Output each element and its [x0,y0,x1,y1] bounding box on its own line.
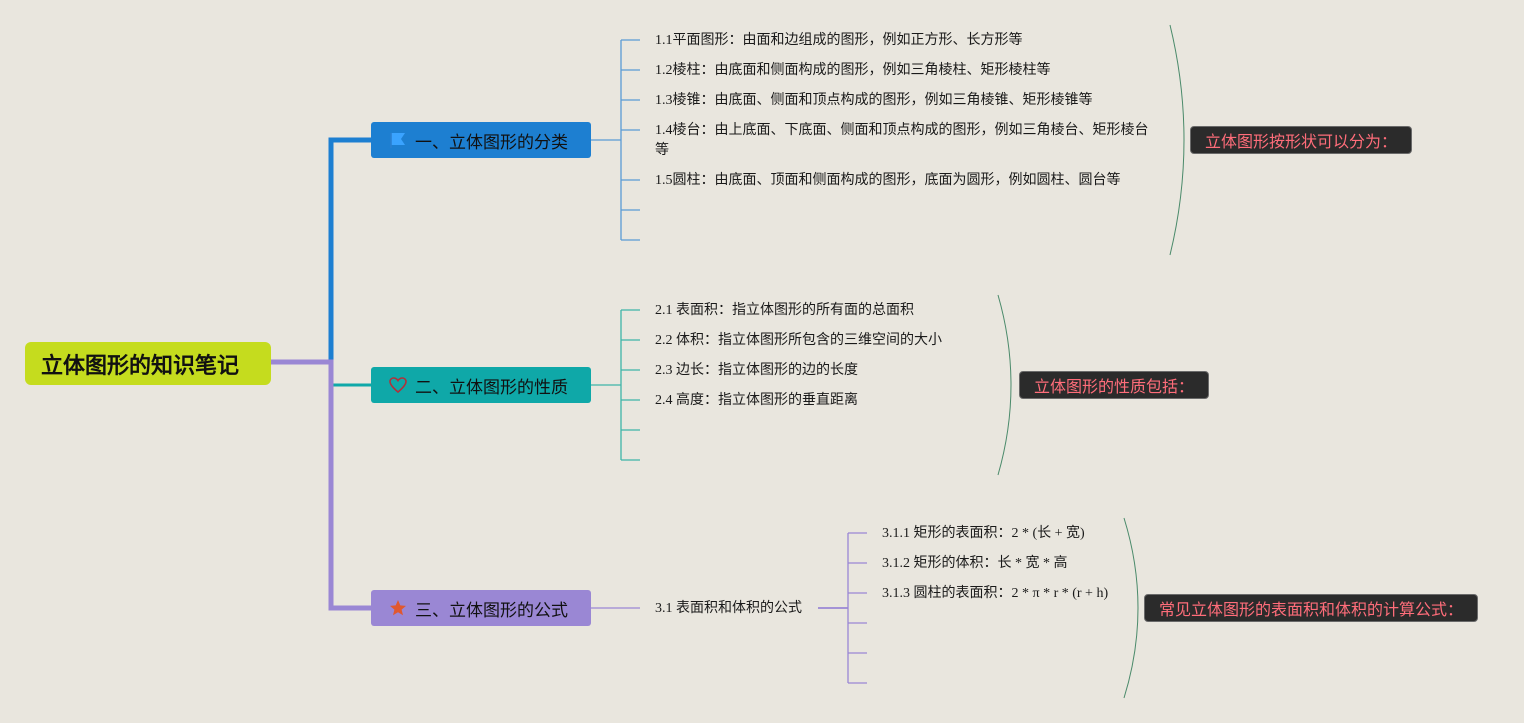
branch-properties-label: 二、立体图形的性质 [415,377,568,398]
leaf-1-2[interactable]: 1.2棱柱：由底面和侧面构成的图形，例如三角棱柱、矩形棱柱等 [655,63,1051,78]
branch-properties[interactable]: 二、立体图形的性质 [371,367,591,403]
leaf-2-4[interactable]: 2.4 高度：指立体图形的垂直距离 [655,393,858,408]
bracket-branch3 [591,532,867,684]
leaf-2-2[interactable]: 2.2 体积：指立体图形所包含的三维空间的大小 [655,333,942,348]
summary-classification[interactable]: 立体图形按形状可以分为： [1190,126,1413,154]
root-topic[interactable]: 立体图形的知识笔记 [25,342,271,385]
leaf-1-5[interactable]: 1.5圆柱：由底面、顶面和侧面构成的图形，底面为圆形，例如圆柱、圆台等 [655,173,1121,188]
summary-formulas-label: 常见立体图形的表面积和体积的计算公式： [1159,600,1464,619]
flag-icon [387,130,409,150]
summary-classification-label: 立体图形按形状可以分为： [1205,132,1398,151]
summary-formulas[interactable]: 常见立体图形的表面积和体积的计算公式： [1144,594,1479,622]
leaf-1-3[interactable]: 1.3棱锥：由底面、侧面和顶点构成的图形，例如三角棱锥、矩形棱锥等 [655,93,1093,108]
summary-brace-1 [1169,24,1185,256]
leaf-3-1-1[interactable]: 3.1.1 矩形的表面积：2 * (长 + 宽) [882,526,1085,541]
summary-brace-3 [1123,517,1139,699]
branch-formulas[interactable]: 三、立体图形的公式 [371,590,591,626]
leaf-3-1-3[interactable]: 3.1.3 圆柱的表面积：2 * π * r * (r + h) [882,586,1109,601]
star-icon [387,598,409,618]
leaf-1-4[interactable]: 1.4棱台：由上底面、下底面、侧面和顶点构成的图形，例如三角棱台、矩形棱台等 [655,123,1149,158]
leaf-1-1[interactable]: 1.1平面图形：由面和边组成的图形，例如正方形、长方形等 [655,33,1023,48]
bracket-branch1 [591,39,640,241]
leaf-3-1[interactable]: 3.1 表面积和体积的公式 [655,601,802,616]
root-topic-label: 立体图形的知识笔记 [41,353,240,379]
bracket-branch2 [591,309,640,461]
branch-classification-label: 一、立体图形的分类 [415,132,568,153]
leaf-2-1[interactable]: 2.1 表面积：指立体图形的所有面的总面积 [655,303,914,318]
summary-properties-label: 立体图形的性质包括： [1034,377,1195,396]
branch-formulas-label: 三、立体图形的公式 [415,600,568,621]
connector-root-branch2 [271,360,371,387]
connector-root-branch3 [271,359,371,611]
leaf-3-1-2[interactable]: 3.1.2 矩形的体积：长 * 宽 * 高 [882,556,1068,571]
leaf-2-3[interactable]: 2.3 边长：指立体图形的边的长度 [655,363,858,378]
summary-brace-2 [997,294,1012,476]
heart-icon [387,375,409,395]
connector-root-branch1 [271,137,371,365]
summary-properties[interactable]: 立体图形的性质包括： [1019,371,1210,399]
branch-classification[interactable]: 一、立体图形的分类 [371,122,591,158]
